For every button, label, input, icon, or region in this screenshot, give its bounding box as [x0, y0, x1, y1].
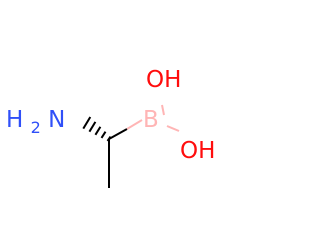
hashed-wedge-bond — [82, 116, 112, 142]
amino-group-label: H 2 N — [6, 107, 65, 139]
structure-canvas: H 2 N B OH OH — [6, 67, 216, 188]
bond-c-b-carbon-half — [108, 128, 128, 140]
hydroxyl-bottom-label: OH — [180, 138, 215, 164]
bond-b-oh-bottom-boron-half — [166, 125, 180, 132]
amino-nitrogen: N — [48, 107, 65, 133]
amino-hydrogen: H — [6, 107, 23, 133]
boron-atom-label: B — [143, 107, 159, 133]
amino-hydrogen-count: 2 — [31, 118, 41, 137]
bond-b-oh-top-boron-half — [161, 104, 165, 116]
hydroxyl-top-label: OH — [146, 67, 181, 93]
bond-c-b-boron-half — [126, 119, 143, 130]
